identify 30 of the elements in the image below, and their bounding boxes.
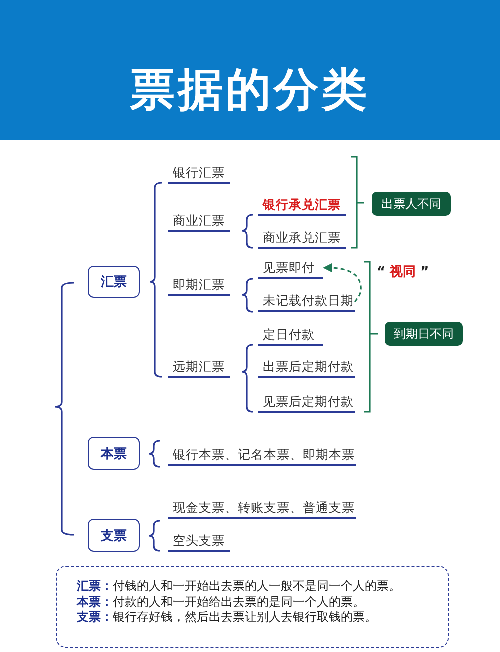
category-label: 支票 [101,528,127,544]
underlined-item: 银行汇票 [168,164,230,184]
underlined-item: 空头支票 [168,532,230,552]
definition-text: 本票：付款的人和一开始给出去票的是同一个人的票。 [77,594,365,610]
tag-text: 出票人不同 [382,196,442,212]
underlined-item: 见票后定期付款 [258,393,355,413]
underlined-item: 银行承兑汇票 [258,196,346,216]
category-box [88,437,140,470]
underlined-item: 定日付款 [258,326,323,346]
category-box [88,519,140,552]
note-tag [385,322,463,346]
tag-text: 到期日不同 [394,326,454,342]
underlined-item: 出票后定期付款 [258,358,355,378]
underlined-item: 即期汇票 [168,276,230,296]
underlined-item: 商业承兑汇票 [258,229,346,249]
definition-text: 支票：银行存好钱，然后出去票让别人去银行取钱的票。 [77,610,377,626]
definition-text: 汇票：付钱的人和一开始出去票的人一般不是同一个人的票。 [77,579,401,594]
underlined-item: 银行本票、记名本票、即期本票 [168,446,356,466]
underlined-item: 未记载付款日期 [258,292,355,312]
underlined-item: 商业汇票 [168,212,230,232]
category-label: 汇票 [101,274,127,291]
note-tag [372,192,451,216]
category-label: 本票 [101,446,127,462]
category-box [88,266,140,298]
underlined-item: 见票即付 [258,259,323,279]
dashed-arrow [323,264,362,302]
title: 票据的分类 [130,64,370,116]
underlined-item: 远期汇票 [168,358,230,378]
underlined-item: 现金支票、转账支票、普通支票 [168,499,356,519]
definition-panel [56,566,449,648]
